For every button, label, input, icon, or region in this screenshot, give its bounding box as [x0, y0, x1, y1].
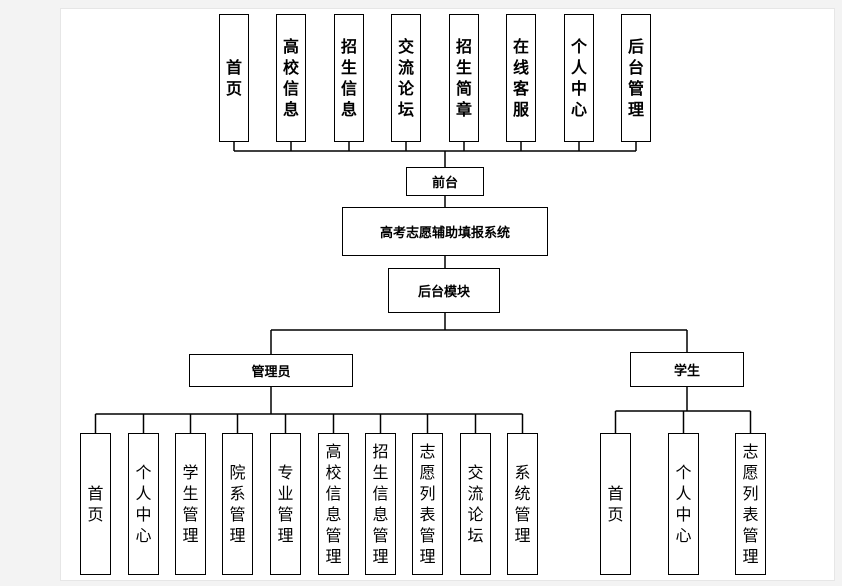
front-module-box: 交流论坛 [391, 14, 421, 142]
front-box: 前台 [406, 167, 484, 196]
student-module-box: 个人中心 [668, 433, 699, 575]
front-module-box: 高校信息 [276, 14, 306, 142]
front-module-box: 招生信息 [334, 14, 364, 142]
admin-module-box: 专业管理 [270, 433, 301, 575]
role-box-admin: 管理员 [189, 354, 353, 387]
front-module-box: 招生简章 [449, 14, 479, 142]
student-module-box: 首页 [600, 433, 631, 575]
back-box: 后台模块 [388, 268, 500, 313]
admin-module-box: 学生管理 [175, 433, 206, 575]
admin-module-box: 个人中心 [128, 433, 159, 575]
role-box-student: 学生 [630, 352, 744, 387]
front-module-box: 后台管理 [621, 14, 651, 142]
admin-module-box: 首页 [80, 433, 111, 575]
admin-module-box: 招生信息管理 [365, 433, 396, 575]
admin-module-box: 交流论坛 [460, 433, 491, 575]
diagram-canvas: 首页高校信息招生信息交流论坛招生简章在线客服个人中心后台管理前台高考志愿辅助填报… [61, 9, 834, 580]
admin-module-box: 院系管理 [222, 433, 253, 575]
admin-module-box: 高校信息管理 [318, 433, 349, 575]
student-module-box: 志愿列表管理 [735, 433, 766, 575]
admin-module-box: 志愿列表管理 [412, 433, 443, 575]
front-module-box: 首页 [219, 14, 249, 142]
front-module-box: 在线客服 [506, 14, 536, 142]
front-module-box: 个人中心 [564, 14, 594, 142]
admin-module-box: 系统管理 [507, 433, 538, 575]
root-box: 高考志愿辅助填报系统 [342, 207, 548, 256]
